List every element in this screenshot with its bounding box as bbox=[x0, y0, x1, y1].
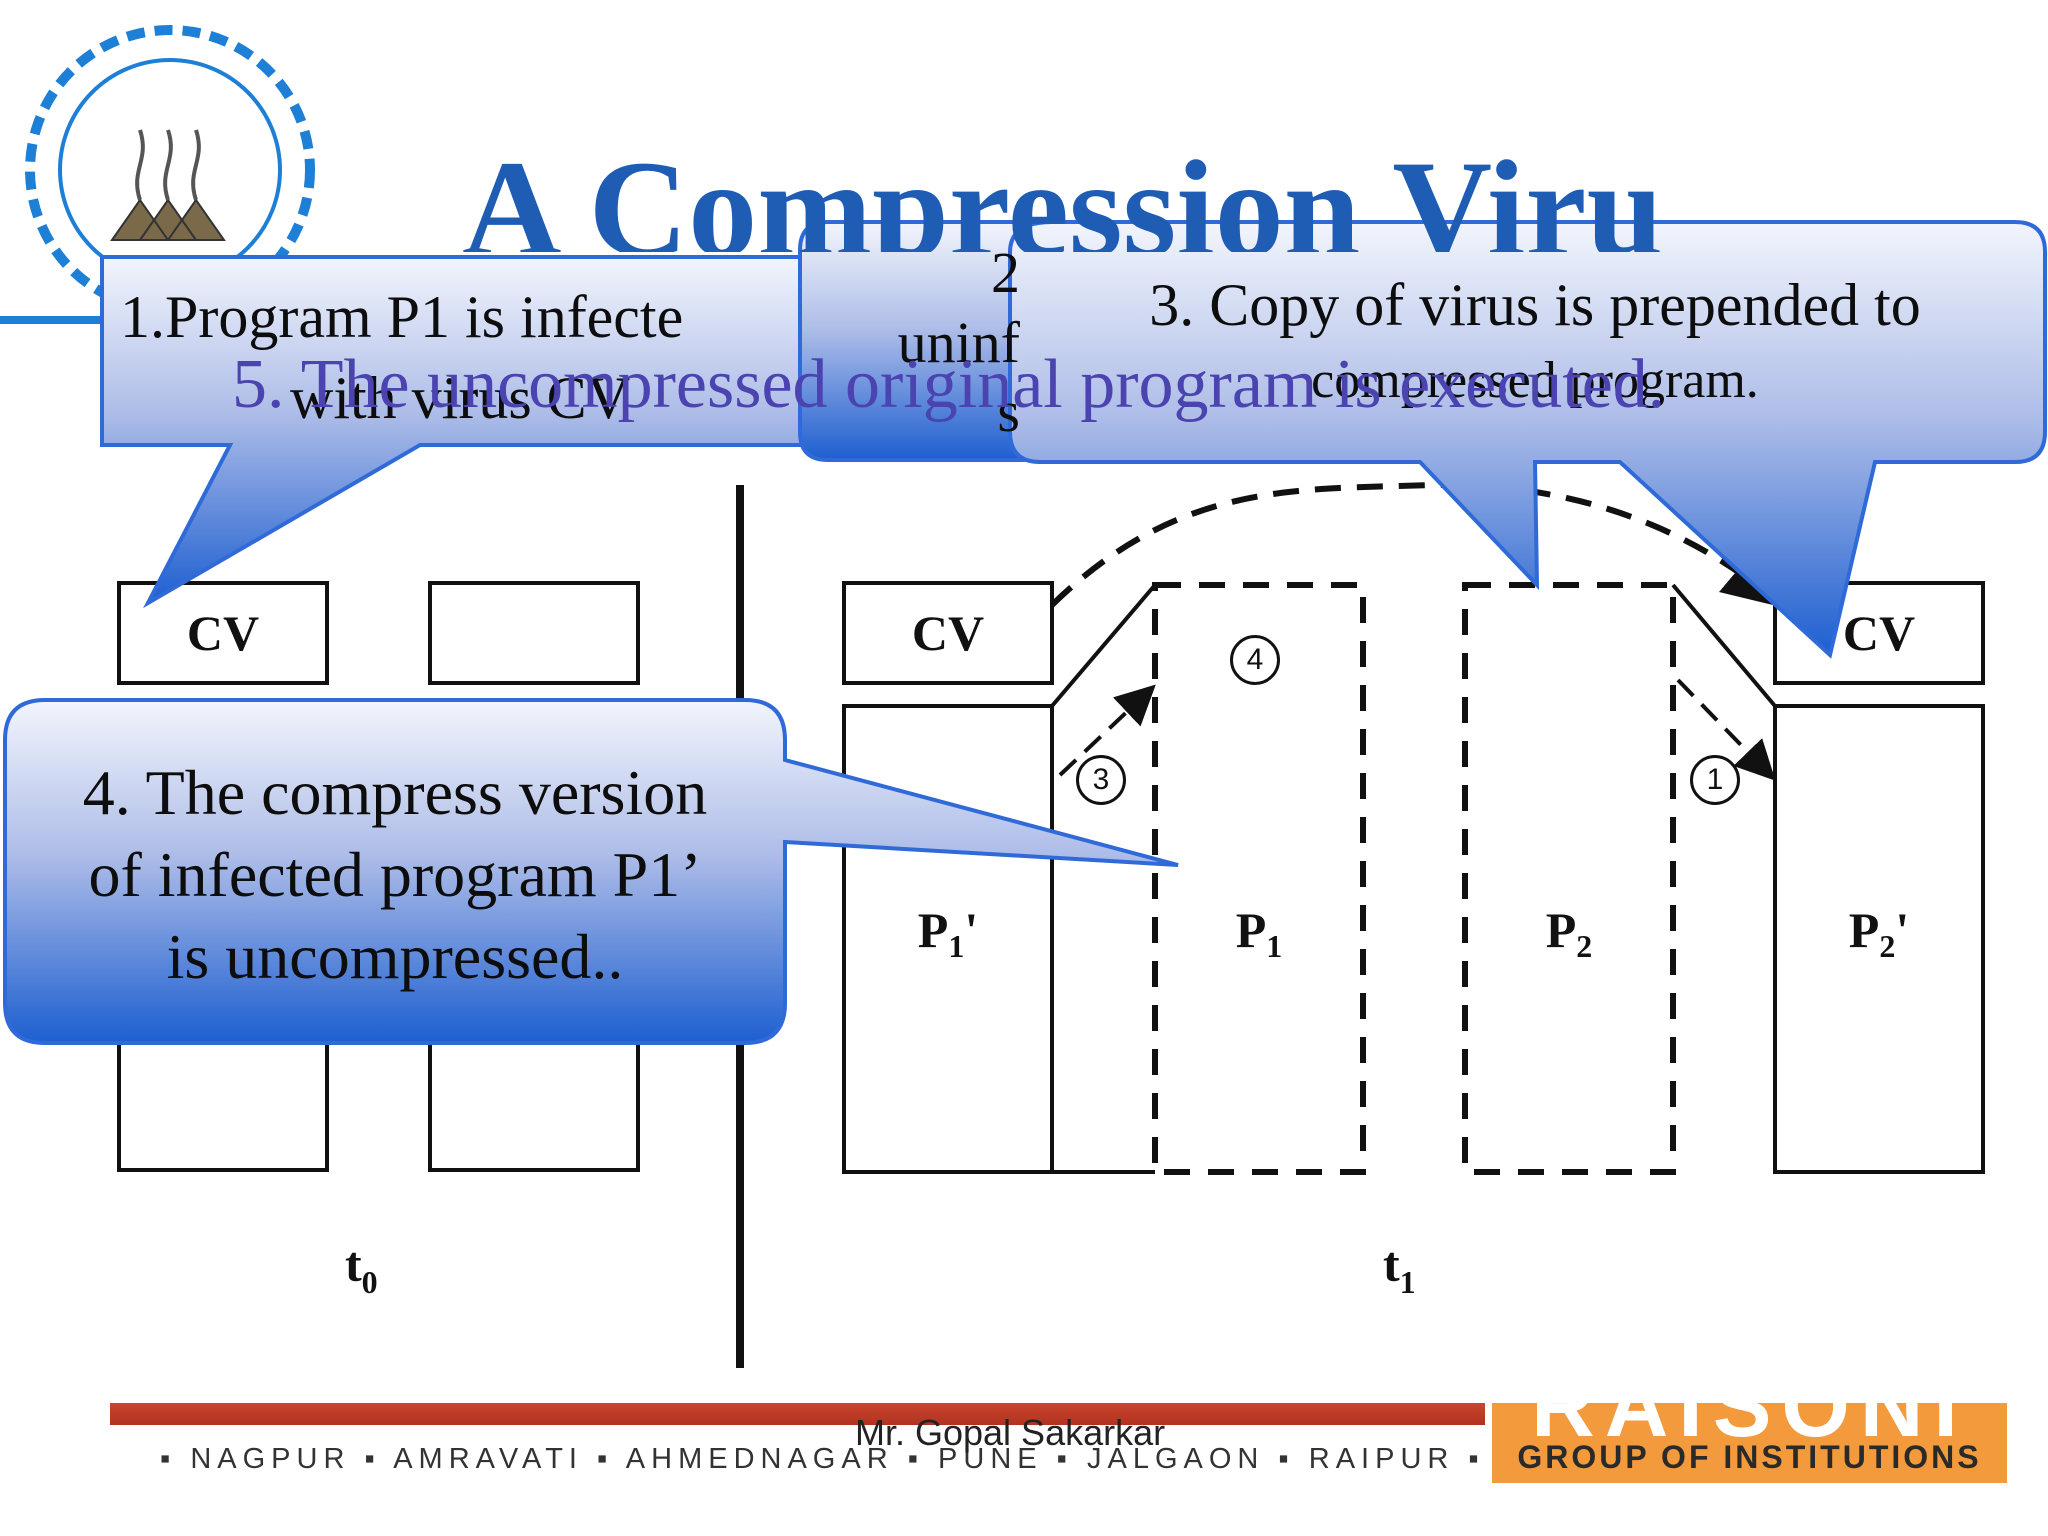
footer-cities: ▪ NAGPUR ▪ AMRAVATI ▪ AHMEDNAGAR ▪ PUNE … bbox=[160, 1443, 1485, 1475]
p1-box bbox=[1152, 582, 1366, 1175]
footer-author: Mr. Gopal Sakarkar bbox=[855, 1412, 1166, 1453]
p2-prime-box bbox=[1773, 704, 1985, 1174]
callout-3-text: 3. Copy of virus is prepended to compres… bbox=[1149, 272, 1921, 409]
slide-title: A Compression Virus bbox=[462, 132, 1662, 252]
p2-prime-label: P2' bbox=[1848, 902, 1910, 964]
p2-connector bbox=[1671, 583, 1777, 708]
t1-cv-left-box bbox=[842, 581, 1054, 685]
callout-5-text: 5. The uncompressed original program is … bbox=[232, 346, 1666, 423]
t0-label: t0 bbox=[345, 1236, 378, 1300]
group-name: GROUP OF INSTITUTIONS bbox=[1517, 1439, 1982, 1475]
raisoni-group-logo: RAISONI GROUP OF INSTITUTIONS bbox=[1492, 1403, 2007, 1483]
callout-3-shape bbox=[1008, 220, 2047, 659]
callout-4-shape bbox=[3, 698, 1179, 1045]
p2-box bbox=[1462, 582, 1676, 1175]
p1-connector bbox=[1050, 583, 1157, 1174]
copy-virus-arrow bbox=[1049, 481, 1785, 608]
p2-label: P2 bbox=[1545, 902, 1593, 964]
college-logo bbox=[25, 25, 315, 315]
step3-arrow bbox=[1058, 684, 1156, 777]
step-4-marker: 4 bbox=[1230, 635, 1280, 685]
brand-name: RAISONI bbox=[1531, 1403, 1968, 1455]
p1-prime-label: P1' bbox=[917, 902, 979, 964]
step-3-marker: 3 bbox=[1076, 755, 1126, 805]
callout-4-text: 4. The compress version of infected prog… bbox=[82, 757, 708, 992]
callout-2-text: 2 uninf s bbox=[897, 240, 1020, 445]
t0-cv-label: CV bbox=[186, 605, 260, 661]
t1-cv-right-label: CV bbox=[1842, 605, 1916, 661]
t0-top-right-box bbox=[428, 581, 640, 685]
callout-1-text: 1.Program P1 is infecte with virus CV bbox=[120, 284, 684, 431]
title-rule bbox=[0, 316, 130, 324]
p1-label: P1 bbox=[1235, 902, 1283, 964]
t1-label: t1 bbox=[1383, 1236, 1416, 1300]
step-1-marker: 1 bbox=[1690, 755, 1740, 805]
footer-band bbox=[110, 1403, 1485, 1425]
step1-arrow bbox=[1676, 678, 1776, 781]
t1-cv-left-label: CV bbox=[911, 605, 985, 661]
